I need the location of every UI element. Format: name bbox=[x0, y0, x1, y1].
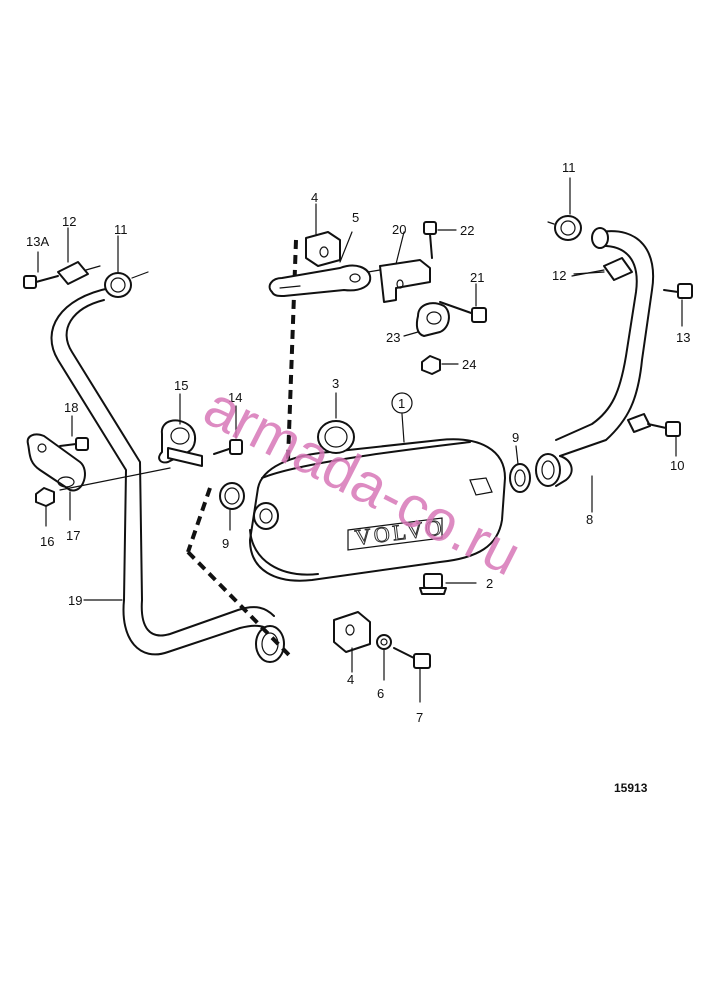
nut-24 bbox=[421, 355, 459, 375]
callout-16: 16 bbox=[40, 534, 54, 549]
callout-labels: 1 2 3 4 4 5 6 7 8 9 9 10 11 11 12 12 13 … bbox=[26, 160, 690, 725]
callout-11-right: 11 bbox=[562, 160, 576, 175]
callout-13: 13 bbox=[676, 330, 690, 345]
screw-13a bbox=[23, 251, 59, 289]
callout-24: 24 bbox=[462, 357, 476, 372]
clamp-15 bbox=[158, 393, 203, 467]
bracket-5 bbox=[268, 231, 372, 297]
callout-4-lower: 4 bbox=[347, 672, 354, 687]
callout-21: 21 bbox=[470, 270, 484, 285]
figure-number: 15913 bbox=[614, 781, 648, 795]
o-ring-11-right bbox=[547, 177, 582, 241]
callout-9-right: 9 bbox=[512, 430, 519, 445]
callout-8: 8 bbox=[586, 512, 593, 527]
heat-exchanger-body: VOLVO bbox=[249, 438, 506, 582]
connection-dashed-line-lower bbox=[186, 550, 292, 658]
bolt-7 bbox=[393, 647, 431, 703]
callout-17: 17 bbox=[66, 528, 80, 543]
clamp-23 bbox=[403, 302, 450, 337]
callout-1: 1 bbox=[398, 396, 405, 411]
bracket-20 bbox=[367, 231, 431, 303]
leader-line-bracket-to-clamp bbox=[59, 467, 171, 491]
callout-3: 3 bbox=[332, 376, 339, 391]
seal-ring bbox=[317, 392, 355, 454]
pipe-8 bbox=[535, 227, 655, 513]
bracket-tab-pipe-8 bbox=[627, 413, 651, 433]
callout-6: 6 bbox=[377, 686, 384, 701]
o-ring-11-left bbox=[104, 235, 149, 298]
callout-4-upper: 4 bbox=[311, 190, 318, 205]
screw-22 bbox=[423, 221, 457, 259]
o-ring-9-left bbox=[219, 482, 245, 531]
hose-pipe-19 bbox=[50, 287, 285, 663]
callout-22: 22 bbox=[460, 223, 474, 238]
callout-13a: 13A bbox=[26, 234, 49, 249]
screw-18 bbox=[59, 415, 89, 451]
callout-9-left: 9 bbox=[222, 536, 229, 551]
callout-14: 14 bbox=[228, 390, 242, 405]
mount-block-4-lower bbox=[333, 611, 371, 673]
drain-plug bbox=[419, 573, 477, 595]
callout-19: 19 bbox=[68, 593, 82, 608]
mount-block-4-upper bbox=[305, 203, 341, 267]
callout-1-circle bbox=[391, 392, 413, 414]
screw-10 bbox=[647, 421, 681, 457]
callout-12-right: 12 bbox=[552, 268, 566, 283]
o-ring-9-right bbox=[509, 445, 531, 493]
screw-14 bbox=[213, 405, 243, 455]
nut-16 bbox=[35, 487, 55, 527]
connection-dashed-line-left bbox=[186, 487, 212, 553]
callout-23: 23 bbox=[386, 330, 400, 345]
callout-20: 20 bbox=[392, 222, 406, 237]
callout-7: 7 bbox=[416, 710, 423, 725]
callout-10: 10 bbox=[670, 458, 684, 473]
leader-line-part-12-right bbox=[571, 269, 605, 277]
callout-11-left: 11 bbox=[114, 222, 128, 237]
washer-6 bbox=[376, 634, 392, 681]
callout-15: 15 bbox=[174, 378, 188, 393]
clamp-12-right bbox=[573, 257, 633, 281]
screw-13 bbox=[663, 283, 693, 327]
clamp-12-left bbox=[57, 227, 101, 285]
callout-18: 18 bbox=[64, 400, 78, 415]
callout-2: 2 bbox=[486, 576, 493, 591]
bolt-21 bbox=[439, 283, 487, 323]
callout-5: 5 bbox=[352, 210, 359, 225]
callout-12-left: 12 bbox=[62, 214, 76, 229]
bracket-17 bbox=[26, 433, 86, 521]
leader-line-part-1 bbox=[401, 413, 405, 443]
